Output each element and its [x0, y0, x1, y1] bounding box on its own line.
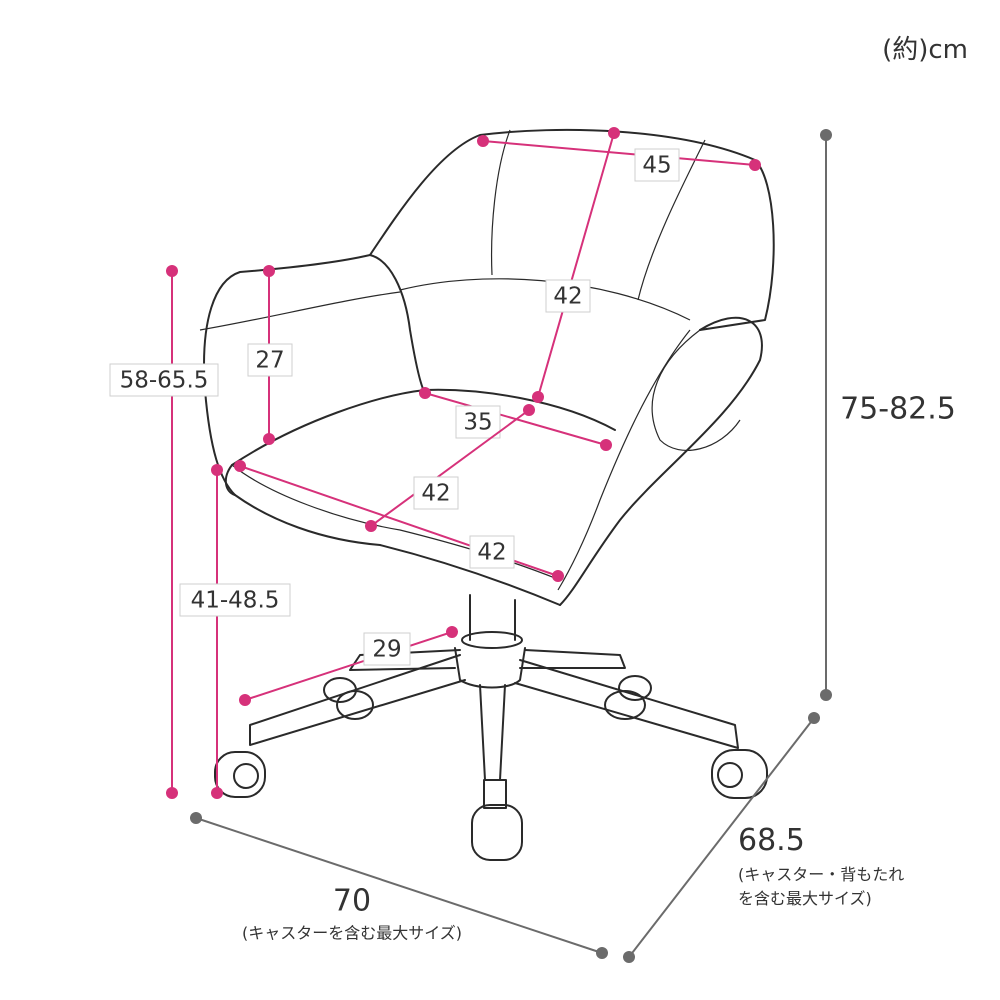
dim-arm-height-floor: 58-65.5 — [109, 265, 219, 799]
caster — [711, 749, 768, 799]
label-total-depth: 68.5 — [738, 823, 805, 858]
dim-base-radius: 29 — [239, 626, 458, 706]
label-back-width: 45 — [642, 153, 671, 179]
label-seat-height: 41-48.5 — [191, 588, 280, 614]
dim-arm-height-seat: 27 — [247, 265, 293, 445]
label-back-height: 42 — [553, 284, 582, 310]
dim-total-width: 70 (キャスターを含む最大サイズ) — [190, 812, 608, 959]
label-base-radius: 29 — [372, 637, 401, 663]
caster — [323, 677, 374, 720]
label-arm-height-floor: 58-65.5 — [120, 368, 209, 394]
dim-total-height: 75-82.5 — [820, 129, 956, 701]
label-arm-height-seat: 27 — [255, 348, 284, 374]
label-seat-depth: 42 — [421, 481, 450, 507]
label-total-height: 75-82.5 — [840, 392, 956, 427]
caster — [471, 779, 523, 861]
label-seat-front-width: 42 — [477, 540, 506, 566]
dim-seat-height: 41-48.5 — [179, 464, 291, 799]
dim-back-width: 45 — [477, 135, 761, 182]
label-total-width-note: (キャスターを含む最大サイズ) — [242, 924, 462, 943]
caster — [214, 751, 266, 798]
dim-seat-front-width: 42 — [234, 460, 564, 582]
dim-seat-depth: 42 — [365, 404, 535, 532]
caster — [604, 675, 652, 720]
dim-seat-back-width: 35 — [419, 387, 612, 451]
unit-note: (約)cm — [882, 35, 968, 65]
dim-back-height: 42 — [532, 127, 620, 403]
chair-illustration — [199, 128, 775, 861]
label-total-width: 70 — [333, 884, 371, 919]
label-total-depth-note-2: を含む最大サイズ) — [738, 889, 872, 908]
dim-total-depth: 68.5 (キャスター・背もたれ を含む最大サイズ) — [623, 712, 904, 963]
label-total-depth-note-1: (キャスター・背もたれ — [738, 865, 904, 884]
label-seat-back-width: 35 — [463, 410, 492, 436]
